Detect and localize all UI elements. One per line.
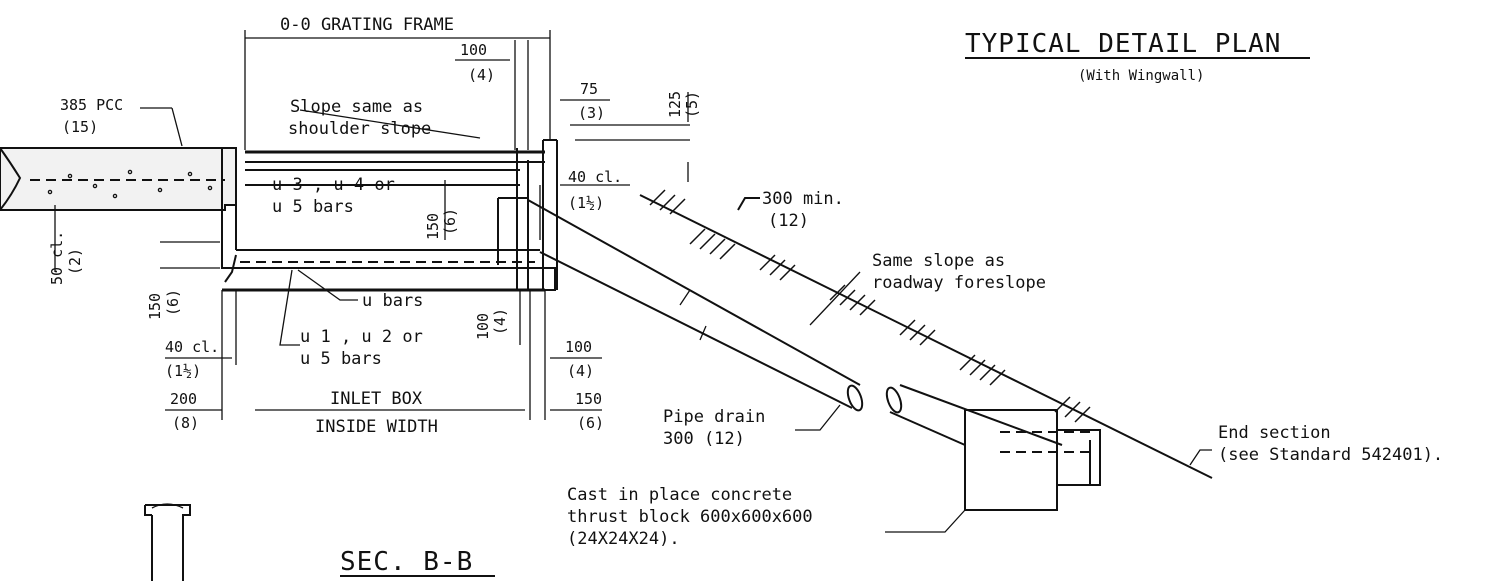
label-dim-6-right: (6) <box>577 414 604 432</box>
label-dim-6-mid: (6) <box>441 208 459 235</box>
label-dim-1half-right: (1½) <box>568 194 604 212</box>
subtitle: (With Wingwall) <box>1078 68 1204 84</box>
label-cast-2: thrust block 600x600x600 <box>567 507 813 527</box>
end-section-leader <box>1189 449 1212 466</box>
title: TYPICAL DETAIL PLAN <box>965 29 1281 59</box>
label-cast-3: (24X24X24). <box>567 529 680 549</box>
label-dim-8: (8) <box>172 414 199 432</box>
inlet-box <box>221 139 558 292</box>
label-u-bars-upper-2: u 5 bars <box>272 197 354 217</box>
label-pcc-15: (15) <box>62 118 98 136</box>
partial-post-detail <box>144 503 191 581</box>
label-slope-same-2: shoulder slope <box>288 119 431 139</box>
dimension-lines <box>54 30 690 420</box>
label-end-section-2: (see Standard 542401). <box>1218 445 1443 465</box>
label-dim-40cl-left: 40 cl. <box>165 338 219 356</box>
label-dim-200: 200 <box>170 390 197 408</box>
label-inlet-box: INLET BOX <box>330 389 423 409</box>
label-same-slope-2: roadway foreslope <box>872 273 1046 293</box>
label-pipe-drain-1: Pipe drain <box>663 407 765 427</box>
label-dim-150-mid: 150 <box>424 213 442 240</box>
label-dim-75: 75 <box>580 80 598 98</box>
label-dim-4-top: (4) <box>468 66 495 84</box>
label-u-bars-upper-1: u 3 , u 4 or <box>272 175 395 195</box>
label-same-slope-1: Same slope as <box>872 251 1005 271</box>
label-u-bars-lower-2: u 5 bars <box>300 349 382 369</box>
label-pcc-385: 385 PCC <box>60 96 123 114</box>
label-slope-same-1: Slope same as <box>290 97 423 117</box>
label-min-300: 300 min. <box>762 189 844 209</box>
label-u-bars: u bars <box>362 291 423 311</box>
label-dim-3: (3) <box>578 104 605 122</box>
label-inside-width: INSIDE WIDTH <box>315 417 438 437</box>
label-dim-100-mid: 100 <box>474 313 492 340</box>
pcc-slab <box>0 147 237 211</box>
label-dim-1half-left: (1½) <box>165 362 201 380</box>
label-dim-40cl-right: 40 cl. <box>568 168 622 186</box>
label-dim-150-left: 150 <box>146 293 164 320</box>
label-dim-4-mid: (4) <box>491 308 509 335</box>
label-dim-2: (2) <box>66 248 84 275</box>
section-label: SEC. B-B <box>340 547 473 577</box>
label-dim-100-top: 100 <box>460 41 487 59</box>
label-u-bars-lower-1: u 1 , u 2 or <box>300 327 423 347</box>
label-dim-5: (5) <box>683 91 701 118</box>
label-cast-1: Cast in place concrete <box>567 485 792 505</box>
label-dim-125: 125 <box>666 91 684 118</box>
label-dim-100-right: 100 <box>565 338 592 356</box>
pipe-drain <box>527 199 1063 446</box>
label-min-12: (12) <box>768 211 809 231</box>
label-pipe-drain-2: 300 (12) <box>663 429 745 449</box>
label-end-section-1: End section <box>1218 423 1331 443</box>
foreslope <box>639 189 1213 479</box>
thrust-block <box>885 409 1101 533</box>
label-dim-150-right: 150 <box>575 390 602 408</box>
label-dim-50cl: 50 cl. <box>48 231 66 285</box>
label-dim-6-left: (6) <box>164 289 182 316</box>
label-dim-4-right: (4) <box>567 362 594 380</box>
label-grating-frame: 0-0 GRATING FRAME <box>280 15 454 35</box>
